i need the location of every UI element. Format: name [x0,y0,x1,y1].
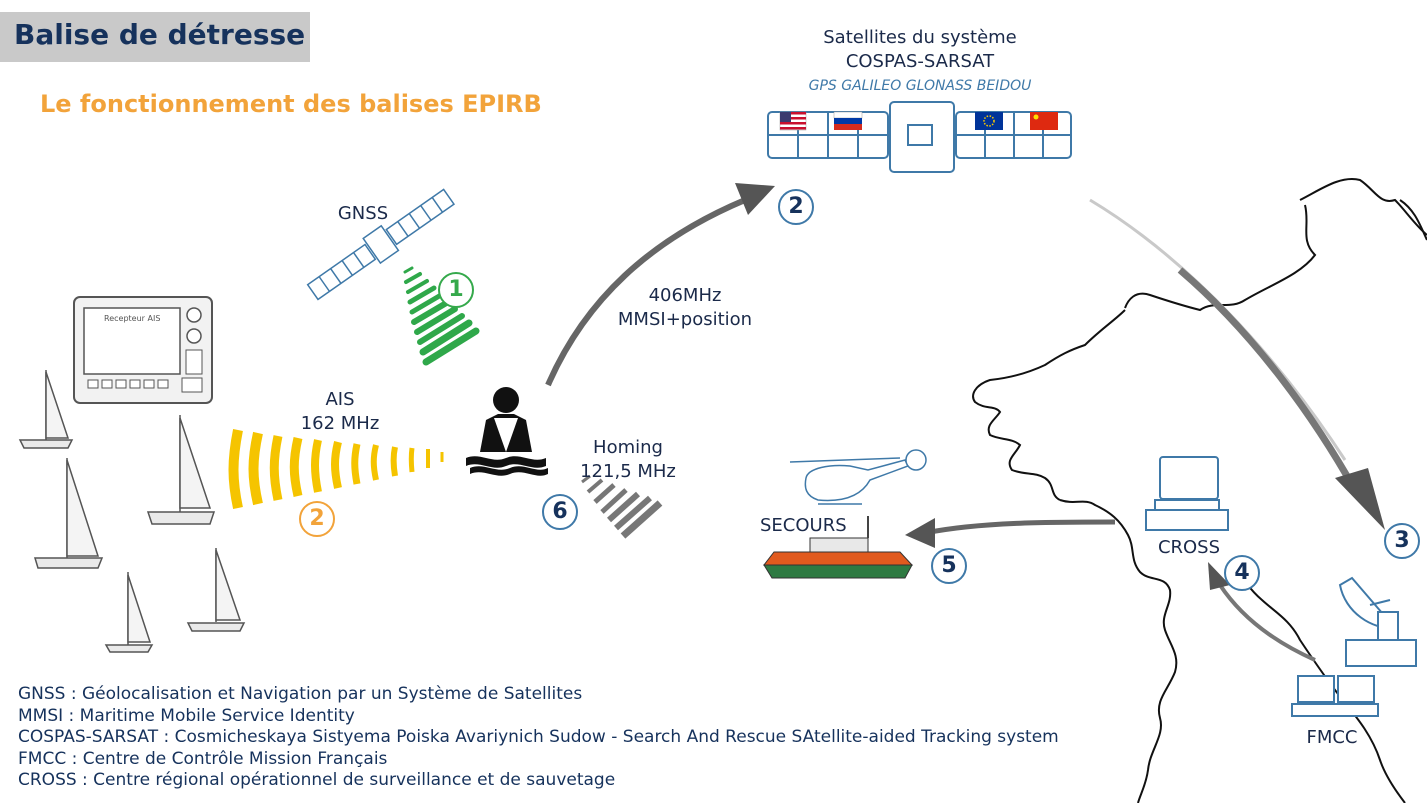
satellite-system-title-line2: COSPAS-SARSAT [845,51,995,72]
sailboat [18,370,74,449]
gnss-label: GNSS [337,203,389,224]
step-badge-homing: 6 [542,494,578,530]
homing-signal-waves [581,474,663,539]
step-badge-gnss: 1 [438,272,474,308]
acronym-legend: GNSS : Géolocalisation et Navigation par… [18,684,1059,792]
sailboats [18,370,246,653]
cross-workstation-icon [1145,456,1229,531]
gnss-satellite [306,188,456,301]
cross-label: CROSS [1157,537,1221,558]
helicopter-icon [789,449,927,505]
cospas-sarsat-satellite [767,101,1072,173]
fmcc-workstation-icon [1291,675,1379,717]
sailboat [186,548,246,632]
russia-flag-icon [833,111,863,130]
sailboat [146,415,216,525]
sailboat [104,572,154,653]
fmcc-antenna-icon [1338,576,1417,667]
us-flag-icon [779,111,807,131]
satellite-system-title: Satellites du système COSPAS-SARSAT [770,26,1070,74]
step-badge-cross: 4 [1224,555,1260,591]
ais-label-line2: 162 MHz [300,413,380,434]
ais-signal-waves [228,429,444,510]
legend-item-cospas-sarsat: COSPAS-SARSAT : Cosmicheskaya Sistyema P… [18,727,1059,747]
constellations-label: GPS GALILEO GLONASS BEIDOU [808,78,1032,94]
uplink-frequency: 406MHz [648,285,722,306]
cross-to-secours-arrow [905,518,1116,548]
uplink-label: 406MHz MMSI+position [610,284,760,332]
coastline-map [972,178,1427,803]
ais-label: AIS 162 MHz [290,388,390,436]
step-badge-secours: 5 [931,548,967,584]
uplink-arrow [545,183,775,387]
rescue-boat-icon [762,516,914,579]
legend-item-cross: CROSS : Centre régional opérationnel de … [18,770,616,790]
downlink-arrow [1089,198,1385,530]
fmcc-to-cross-arrow [1208,562,1316,662]
page-subtitle: Le fonctionnement des balises EPIRB [40,90,542,118]
legend-item-gnss: GNSS : Géolocalisation et Navigation par… [18,684,583,704]
step-badge-ais: 2 [299,501,335,537]
homing-label: Homing 121,5 MHz [578,436,678,484]
ais-receiver-label: Recepteur AIS [104,314,161,323]
legend-item-fmcc: FMCC : Centre de Contrôle Mission França… [18,748,388,769]
ais-label-line1: AIS [325,389,355,410]
page-title: Balise de détresse [14,18,306,51]
title-banner [0,12,310,62]
fmcc-label: FMCC [1306,727,1358,748]
step-badge-satellite: 2 [778,189,814,225]
china-flag-icon [1030,112,1058,130]
step-badge-fmcc: 3 [1384,523,1420,559]
legend-item-mmsi: MMSI : Maritime Mobile Service Identity [18,705,355,726]
sailboat [33,458,104,569]
uplink-payload: MMSI+position [617,309,753,330]
homing-label-line1: Homing [593,437,663,458]
eu-flag-icon [975,112,1003,130]
person-in-water-icon [466,387,548,476]
satellite-system-title-line1: Satellites du système [823,27,1017,48]
secours-label: SECOURS [760,515,847,536]
homing-label-line2: 121,5 MHz [580,461,676,482]
ais-receiver-device [73,296,213,404]
gnss-signal-waves [403,266,480,366]
